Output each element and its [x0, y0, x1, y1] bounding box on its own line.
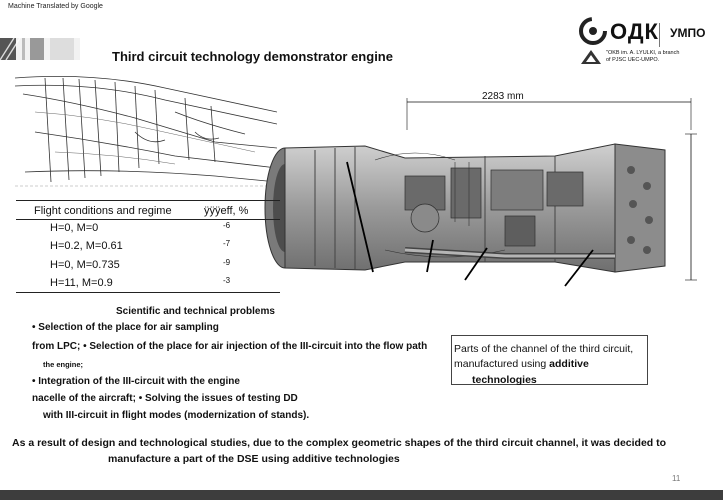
table-row: H=0, M=0 -6 — [16, 219, 280, 238]
logo-umpo-text: УМПО — [670, 26, 706, 40]
table-bottom-rule — [16, 292, 280, 293]
table-row: H=0, M=0.735 -9 — [16, 256, 280, 275]
table-header: Flight conditions and regime ÿÿÿeff, % — [16, 200, 280, 220]
callout-bold-text: technologies — [472, 374, 537, 386]
logo-odk-text: ОДК — [610, 19, 659, 44]
table-row: H=11, M=0.9 -3 — [16, 274, 280, 293]
table-header-efficiency: ÿÿÿeff, % — [204, 205, 249, 217]
additive-parts-callout: Parts of the channel of the third circui… — [451, 335, 648, 386]
table-cell-condition: H=0, M=0 — [50, 222, 99, 234]
problem-line: the engine; — [43, 360, 84, 369]
logo-note: "OKB im. A. LYULKI, a branch of PJSC UEC… — [606, 50, 680, 63]
callout-bold-text: additive — [549, 358, 589, 370]
engine-cross-section-sketch — [15, 72, 277, 198]
machine-translated-label: Machine Translated by Google — [8, 3, 103, 10]
table-cell-value: -6 — [223, 221, 231, 230]
conclusion-line: manufacture a part of the DSE using addi… — [108, 453, 400, 465]
table-cell-condition: H=0.2, M=0.61 — [50, 240, 123, 252]
table-cell-value: -9 — [223, 258, 231, 267]
page-number: 11 — [672, 474, 681, 483]
table-cell-value: -3 — [223, 276, 231, 285]
conclusion-line: As a result of design and technological … — [12, 437, 667, 449]
footer-bar — [0, 490, 723, 500]
problem-line: from LPC; • Selection of the place for a… — [32, 341, 428, 352]
dimension-label: 2283 mm — [482, 91, 524, 102]
slide-title: Third circuit technology demonstrator en… — [112, 49, 393, 64]
problem-line: • Selection of the place for air samplin… — [32, 322, 219, 333]
table-header-conditions: Flight conditions and regime — [34, 205, 172, 217]
okb-lyulka-icon — [581, 50, 601, 64]
problem-line: nacelle of the aircraft; • Solving the i… — [32, 393, 298, 404]
table-row: H=0.2, M=0.61 -7 — [16, 237, 280, 256]
logo-separator — [659, 23, 660, 47]
table-cell-value: -7 — [223, 239, 231, 248]
callout-text: Parts of the channel of the third circui… — [454, 343, 634, 370]
problem-line: with III-circuit in flight modes (modern… — [43, 410, 310, 421]
table-cell-condition: H=11, M=0.9 — [50, 277, 113, 289]
decorative-stripes — [0, 38, 80, 60]
problems-heading: Scientific and technical problems — [116, 306, 275, 317]
engine-render — [264, 98, 697, 287]
odk-logo-icon — [579, 17, 607, 45]
table-cell-condition: H=0, M=0.735 — [50, 259, 120, 271]
company-logo: ОДК УМПО "OKB im. A. LYULKI, a branch of… — [578, 15, 718, 71]
problem-line: • Integration of the III-circuit with th… — [32, 376, 240, 387]
